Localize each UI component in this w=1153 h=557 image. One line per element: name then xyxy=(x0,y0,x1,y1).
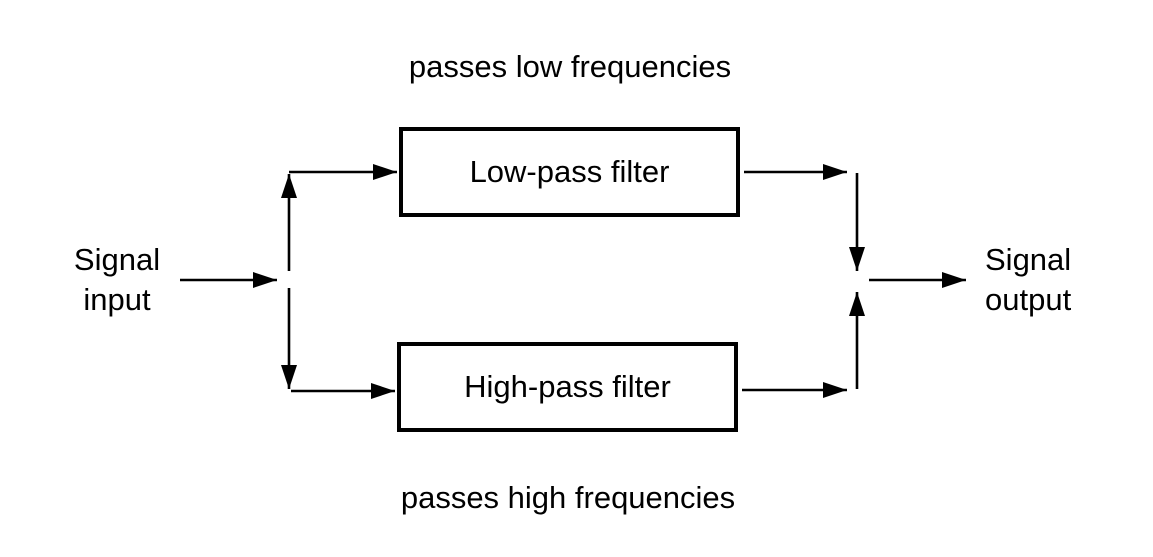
signal-output-label-line2: output xyxy=(985,282,1072,317)
highpass-caption: passes high frequencies xyxy=(400,480,736,515)
highpass-filter-box: High-pass filter xyxy=(397,342,738,432)
signal-output-label-line1: Signal xyxy=(985,242,1072,277)
signal-input-label-line1: Signal xyxy=(73,242,161,277)
signal-input-label-line2: input xyxy=(83,282,151,317)
lowpass-caption: passes low frequencies xyxy=(408,49,732,84)
lowpass-filter-box: Low-pass filter xyxy=(399,127,740,217)
signal-output-label: Signal output xyxy=(985,240,1071,320)
signal-input-label: Signal input xyxy=(74,240,160,320)
highpass-filter-label: High-pass filter xyxy=(464,369,671,404)
lowpass-filter-label: Low-pass filter xyxy=(469,154,670,189)
